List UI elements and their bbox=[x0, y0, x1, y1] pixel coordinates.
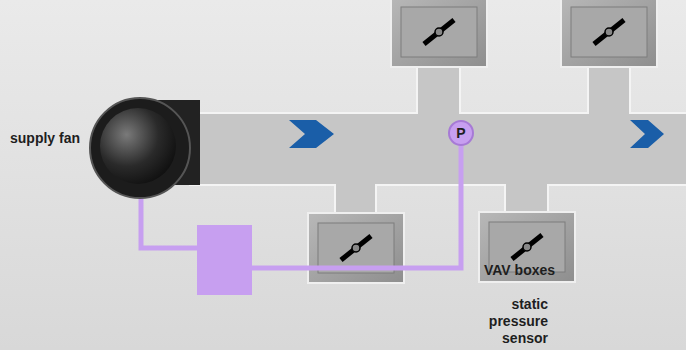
vav-box bbox=[308, 0, 657, 283]
fan-label: supply fan bbox=[10, 130, 80, 147]
vav-label: VAV boxes bbox=[484, 262, 594, 279]
controller bbox=[197, 225, 252, 295]
supply-fan bbox=[90, 98, 200, 198]
sensor-letter: P bbox=[456, 125, 465, 141]
pressure-sensor: P bbox=[448, 120, 474, 146]
flow-arrow bbox=[289, 120, 664, 148]
duct bbox=[190, 60, 686, 218]
sensor-label: static pressure sensor bbox=[458, 296, 548, 347]
